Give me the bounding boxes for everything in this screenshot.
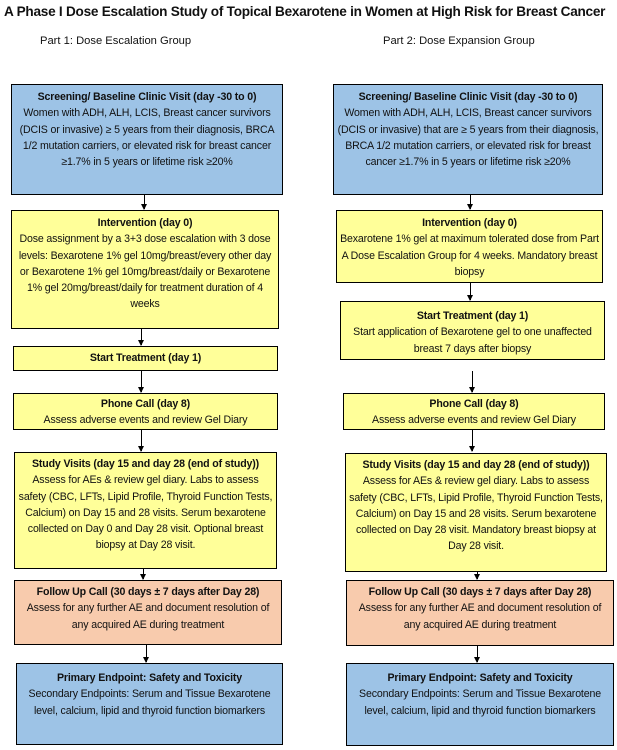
part2-start-treatment-body: Start application of Bexarotene gel to o… (353, 326, 592, 355)
part1-endpoints-header: Primary Endpoint: Safety and Toxicity (57, 672, 242, 684)
part1-arrow-3 (138, 371, 144, 393)
part2-heading: Part 2: Dose Expansion Group (383, 35, 535, 47)
part1-follow-up-box: Follow Up Call (30 days ± 7 days after D… (14, 580, 282, 645)
part1-endpoints-body: Secondary Endpoints: Serum and Tissue Be… (28, 688, 271, 717)
part1-arrow-5 (140, 569, 146, 580)
part2-study-visits-body: Assess for AEs & review gel diary. Labs … (349, 475, 603, 553)
part2-follow-up-box: Follow Up Call (30 days ± 7 days after D… (346, 580, 614, 646)
part1-intervention-box: Intervention (day 0) Dose assignment by … (11, 210, 279, 329)
part2-follow-up-body: Assess for any further AE and document r… (358, 602, 602, 631)
part1-screening-box: Screening/ Baseline Clinic Visit (day -3… (11, 84, 283, 195)
part1-endpoints-box: Primary Endpoint: Safety and Toxicity Se… (16, 663, 283, 745)
part2-follow-up-header: Follow Up Call (30 days ± 7 days after D… (368, 586, 592, 598)
part1-heading: Part 1: Dose Escalation Group (40, 35, 192, 47)
part1-follow-up-header: Follow Up Call (30 days ± 7 days after D… (36, 586, 260, 598)
part1-arrow-1 (141, 195, 147, 210)
part2-arrow-1 (467, 195, 473, 210)
part1-study-visits-box: Study Visits (day 15 and day 28 (end of … (14, 452, 277, 569)
part2-arrow-4 (469, 430, 475, 452)
part2-arrow-3 (469, 371, 475, 393)
part2-arrow-2 (467, 283, 473, 301)
part1-study-visits-header: Study Visits (day 15 and day 28 (end of … (31, 458, 260, 470)
part1-phone-call-box: Phone Call (day 8) Assess adverse events… (13, 393, 278, 430)
part2-study-visits-box: Study Visits (day 15 and day 28 (end of … (345, 453, 607, 572)
part2-screening-box: Screening/ Baseline Clinic Visit (day -3… (333, 84, 603, 195)
part2-screening-body: Women with ADH, ALH, LCIS, Breast cancer… (337, 107, 599, 169)
part1-screening-body: Women with ADH, ALH, LCIS, Breast cancer… (19, 107, 275, 169)
part1-arrow-4 (138, 430, 144, 452)
part2-intervention-header: Intervention (day 0) (422, 217, 517, 229)
part2-intervention-box: Intervention (day 0) Bexarotene 1% gel a… (336, 210, 603, 283)
part2-phone-call-box: Phone Call (day 8) Assess adverse events… (343, 393, 605, 430)
part1-start-treatment-header: Start Treatment (day 1) (89, 352, 202, 364)
part2-arrow-5 (474, 572, 480, 580)
part2-endpoints-header: Primary Endpoint: Safety and Toxicity (387, 672, 573, 684)
part1-arrow-2 (138, 329, 144, 346)
part2-screening-header: Screening/ Baseline Clinic Visit (day -3… (358, 91, 578, 103)
part1-phone-call-body: Assess adverse events and review Gel Dia… (43, 414, 248, 427)
part2-study-visits-header: Study Visits (day 15 and day 28 (end of … (362, 459, 590, 471)
part1-screening-header: Screening/ Baseline Clinic Visit (day -3… (37, 91, 257, 103)
part2-phone-call-header: Phone Call (day 8) (429, 398, 519, 410)
part2-arrow-6 (474, 646, 480, 663)
diagram-title: A Phase I Dose Escalation Study of Topic… (4, 4, 606, 19)
part2-start-treatment-header: Start Treatment (day 1) (416, 310, 529, 322)
part1-intervention-body: Dose assignment by a 3+3 dose escalation… (18, 233, 272, 311)
part1-start-treatment-box: Start Treatment (day 1) (13, 346, 278, 371)
part1-arrow-6 (143, 645, 149, 663)
part2-start-treatment-box: Start Treatment (day 1) Start applicatio… (340, 301, 605, 360)
part2-intervention-body: Bexarotene 1% gel at maximum tolerated d… (340, 233, 599, 278)
part1-intervention-header: Intervention (day 0) (97, 217, 193, 229)
part1-phone-call-header: Phone Call (day 8) (100, 398, 191, 410)
part1-follow-up-body: Assess for any further AE and document r… (26, 602, 270, 631)
part2-endpoints-box: Primary Endpoint: Safety and Toxicity Se… (346, 663, 614, 746)
part2-endpoints-body: Secondary Endpoints: Serum and Tissue Be… (359, 688, 601, 717)
part1-study-visits-body: Assess for AEs & review gel diary. Labs … (18, 474, 273, 552)
part2-phone-call-body: Assess adverse events and review Gel Dia… (372, 414, 576, 427)
